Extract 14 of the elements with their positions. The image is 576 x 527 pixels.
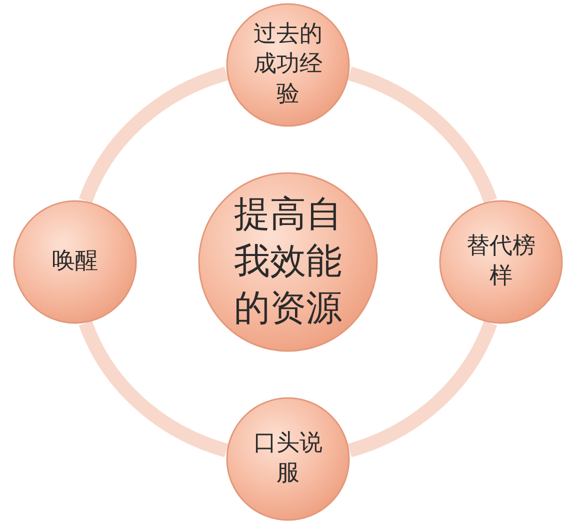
- circle-node: [197, 171, 379, 353]
- circle-node: [12, 199, 138, 325]
- node-label: 替代榜样: [466, 232, 536, 291]
- node-label: 口头说服: [252, 429, 324, 488]
- circle-node: [225, 396, 351, 522]
- ring-arc: [79, 320, 229, 458]
- circle-node: [438, 199, 564, 325]
- ring-arc: [347, 320, 497, 458]
- node-label: 唤醒: [51, 247, 99, 276]
- circle-node: [225, 2, 351, 128]
- ring-arc: [347, 66, 497, 204]
- ring-arc: [79, 66, 229, 204]
- node-label: 提高自我效能的资源: [233, 192, 343, 330]
- node-label: 过去的成功经验: [252, 20, 324, 109]
